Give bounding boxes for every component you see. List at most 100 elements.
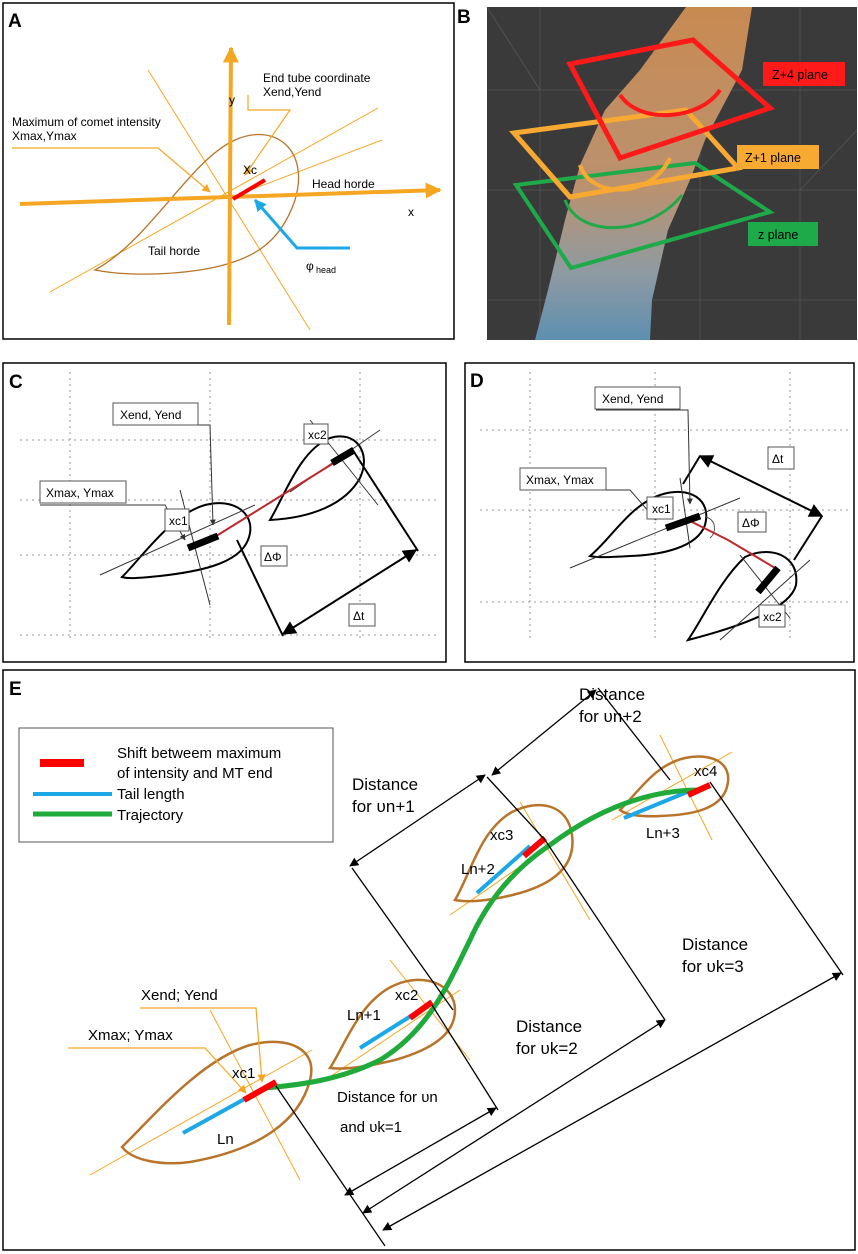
distance-vk3-label-2: for υk=3	[682, 957, 744, 976]
xmax-box	[519, 467, 607, 491]
tail-length-n2	[475, 844, 532, 895]
end-tube-pointer	[244, 95, 292, 176]
xmax-box	[39, 480, 127, 504]
comet-1-shift-bar	[186, 532, 220, 552]
distance-vn-label-1: Distance for υn	[337, 1089, 438, 1106]
max-intensity-coords: Xmax,Ymax	[12, 129, 77, 143]
z-plus-1-tag	[737, 145, 819, 169]
distance-arrows	[344, 689, 842, 1231]
xc2-box	[758, 604, 786, 628]
distance-vn2-label-1: Distance	[579, 685, 645, 704]
dt-box	[767, 446, 795, 470]
phi-symbol: φ	[306, 259, 314, 273]
z-plus-4-cross-section	[618, 88, 722, 117]
panel-e: E Shift betweem maximum of intensity and…	[2, 669, 856, 1251]
head-horde-label: Head horde	[312, 177, 375, 191]
panel-e-letter: E	[9, 679, 22, 700]
dphi-label: ΔΦ	[264, 550, 282, 564]
comet-2-outline	[268, 435, 365, 522]
comet-1-axis	[99, 504, 256, 576]
comet-1-shift-bar	[664, 512, 702, 532]
comet-1-perpendicular	[679, 477, 691, 549]
z-plus-4-plane	[566, 37, 775, 162]
comet-4-outline	[618, 755, 730, 818]
dt-bracket	[236, 539, 284, 637]
distance-vn-label-2: and υk=1	[340, 1119, 402, 1136]
x-axis-label: x	[408, 205, 414, 219]
dt-label: Δt	[353, 609, 365, 623]
shift-segment-3	[522, 835, 547, 859]
displacement-line	[691, 521, 776, 569]
z-plane	[512, 160, 775, 271]
legend-tail-label: Tail length	[117, 786, 185, 803]
panel-a-letter: A	[8, 11, 22, 32]
distance-vn1-label-2: for υn+1	[352, 797, 415, 816]
ln2-label: Ln+2	[461, 861, 495, 878]
xc2-box	[303, 423, 329, 445]
dt-bracket	[793, 515, 823, 561]
comet-2-shift-bar	[755, 565, 781, 595]
max-intensity-pointer	[12, 147, 211, 193]
z-plus-1-label: Z+1 plane	[745, 151, 801, 165]
xend-box	[594, 386, 681, 410]
dt-label: Δt	[772, 452, 784, 466]
xmax-label: Xmax; Ymax	[88, 1027, 173, 1044]
xc1-box	[164, 508, 190, 532]
dphi-box	[737, 511, 767, 533]
dt-box	[348, 603, 376, 627]
comet-2-shift-bar	[330, 446, 356, 467]
xend-pointer	[140, 1007, 266, 1083]
comet-1-outline	[120, 1040, 313, 1165]
comet-2-axis	[719, 559, 811, 641]
distance-vn2-label-2: for υn+2	[579, 707, 642, 726]
phi-head-arrow	[253, 199, 350, 250]
xc1-label: xc1	[232, 1065, 255, 1082]
comet-2-outline	[685, 551, 798, 642]
xmax-pointer	[68, 1047, 247, 1094]
xend-label: Xend, Yend	[602, 392, 663, 406]
xmax-label: Xmax, Ymax	[46, 486, 114, 500]
dt-arrow	[698, 455, 824, 517]
xc1-label: xc1	[169, 514, 188, 528]
xc2-label: xc2	[395, 987, 418, 1004]
xc4-label: xc4	[694, 763, 717, 780]
dphi-label: ΔΦ	[742, 516, 760, 530]
panel-c-frame	[2, 362, 447, 663]
xc3-label: xc3	[490, 827, 513, 844]
tail-horde-label: Tail horde	[148, 244, 200, 258]
dphi-box	[260, 545, 288, 567]
ln1-label: Ln+1	[347, 1007, 381, 1024]
xend-label: Xend; Yend	[141, 987, 218, 1004]
thin-axis-line	[49, 107, 379, 293]
dt-arrow	[281, 549, 418, 635]
dt-bracket	[353, 451, 419, 552]
xend-box	[112, 402, 199, 426]
legend-box	[18, 727, 334, 843]
comet-outline	[93, 134, 300, 275]
legend-shift-label-1: Shift betweem maximum	[117, 745, 281, 762]
panel-b: B Z+4 plane Z+1 plane z plane	[457, 6, 858, 340]
shift-segment-4	[686, 782, 712, 798]
thin-axis-line	[231, 139, 383, 198]
dt-bracket	[682, 455, 701, 485]
xc2-label: xc2	[763, 610, 782, 624]
tail-length-n	[182, 1094, 251, 1135]
xc1-label: xc1	[652, 502, 671, 516]
ln-label: Ln	[217, 1131, 234, 1148]
comet-1-outline	[587, 490, 708, 559]
z-plus-1-cross-section	[578, 157, 672, 192]
distance-vn1-label-1: Distance	[352, 775, 418, 794]
max-intensity-label: Maximum of comet intensity	[12, 115, 161, 129]
z-plus-4-label: Z+4 plane	[772, 68, 828, 82]
end-tube-coords: Xend,Yend	[263, 85, 321, 99]
xc2-label: xc2	[308, 428, 327, 442]
z-plane-tag	[748, 222, 818, 246]
phi-subscript: head	[316, 265, 336, 275]
panel-a: A y x End tube coordinate Xend,Yend Maxi…	[2, 2, 455, 340]
legend-trajectory-label: Trajectory	[117, 807, 184, 824]
legend-shift-label-2: of intensity and MT end	[117, 765, 273, 782]
distance-vk2-label-2: for υk=2	[516, 1039, 578, 1058]
panel-d: D Xend, Yend Xm	[464, 362, 855, 663]
xend-pointer	[596, 409, 693, 505]
displacement-line	[212, 455, 346, 539]
